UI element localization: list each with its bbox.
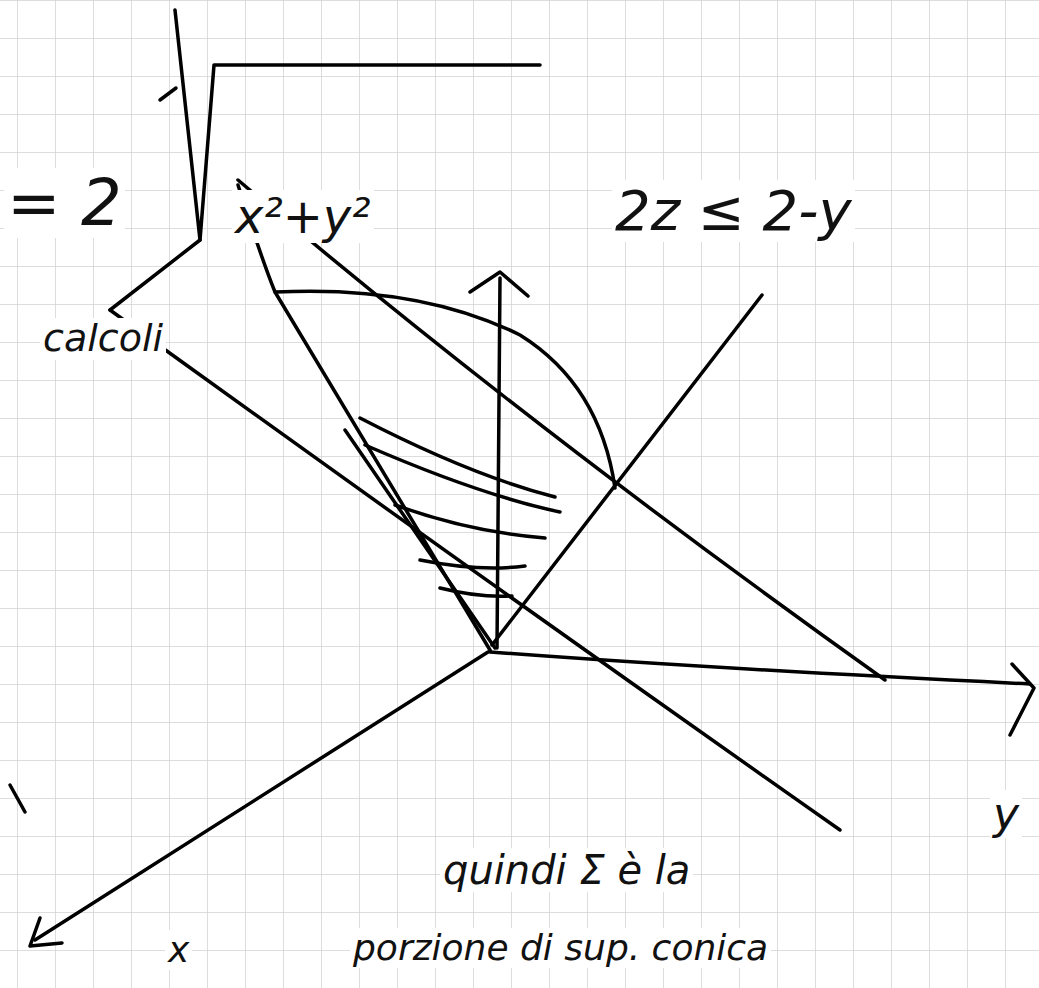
axis-label: x (165, 930, 192, 970)
x-arrowhead (30, 918, 62, 946)
axis-label: y (990, 790, 1022, 838)
sqrt-hook (160, 88, 176, 100)
stray-mark (10, 785, 25, 812)
hatching (395, 505, 545, 538)
hatching (365, 445, 560, 512)
z-arrowhead (470, 272, 528, 296)
hatching (420, 560, 525, 568)
equation-text: x²+y² (232, 190, 374, 243)
plane-trace (110, 310, 840, 830)
x-axis (35, 652, 488, 940)
hatching (440, 588, 512, 596)
equation-text: = 2 (4, 168, 125, 238)
note-text: calcoli (40, 318, 166, 360)
y-arrowhead (1010, 664, 1034, 735)
cone-generatrix (238, 185, 490, 650)
note-text: porzione di sup. conica (350, 928, 771, 968)
cone-generatrix (345, 430, 495, 648)
y-axis (490, 652, 1030, 684)
note-text: quindi Σ è la (440, 848, 693, 892)
z-axis (497, 278, 500, 648)
plane-trace (238, 180, 885, 680)
cone-generatrix (492, 295, 762, 645)
plane-edge (110, 240, 200, 310)
inequality-text: 2z ≤ 2-y (612, 180, 855, 242)
hatching (360, 418, 555, 497)
